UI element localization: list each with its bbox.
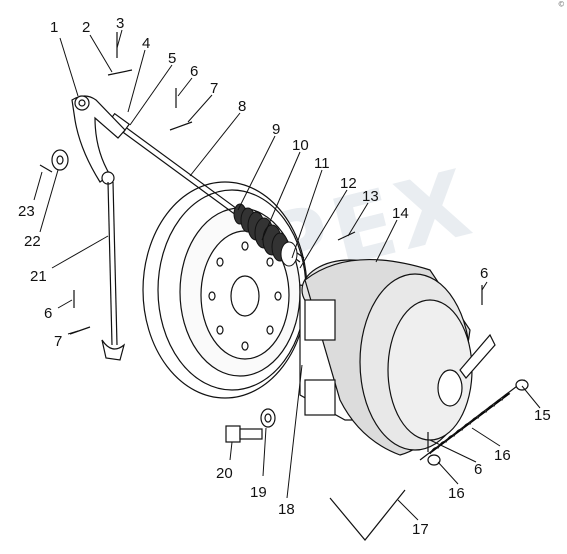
label-11: 11 (314, 155, 330, 172)
label-6b: 6 (480, 265, 488, 282)
pins-top (107, 32, 193, 131)
callout-labels: 1 2 3 4 5 6 7 8 9 10 11 12 13 14 6 15 16… (18, 15, 551, 538)
label-14: 14 (392, 205, 409, 222)
label-10: 10 (292, 137, 309, 154)
label-21: 21 (30, 268, 47, 285)
label-8: 8 (238, 98, 246, 115)
label-22: 22 (24, 233, 41, 250)
rubber-boot (233, 203, 298, 267)
shim (337, 231, 356, 241)
label-23: 23 (18, 203, 35, 220)
corner-mark: © (558, 0, 564, 10)
label-7b: 7 (54, 333, 62, 350)
l-handle (329, 489, 406, 541)
label-4: 4 (142, 35, 150, 52)
label-6a: 6 (190, 63, 198, 80)
label-12: 12 (340, 175, 357, 192)
label-13: 13 (362, 188, 379, 205)
label-19: 19 (250, 484, 267, 501)
label-15: 15 (534, 407, 551, 424)
label-6d: 6 (44, 305, 52, 322)
label-2: 2 (82, 19, 90, 36)
label-16b: 16 (448, 485, 465, 502)
motor-housing (299, 258, 496, 456)
pins-lower-left (69, 290, 91, 335)
spring-assembly (419, 379, 529, 466)
label-17: 17 (412, 521, 429, 538)
lever-arm (71, 95, 126, 185)
label-20: 20 (216, 465, 233, 482)
label-5: 5 (168, 50, 176, 67)
wheel-drum (142, 181, 308, 399)
label-9: 9 (272, 121, 280, 138)
label-16a: 16 (494, 447, 511, 464)
label-6c: 6 (474, 461, 482, 478)
bolt-and-washer (225, 408, 276, 443)
label-18: 18 (278, 501, 295, 518)
leader-lines (33, 29, 541, 521)
label-1: 1 (50, 19, 58, 36)
label-3: 3 (116, 15, 124, 32)
washer-and-pin (39, 149, 69, 173)
link-rod (101, 181, 126, 361)
label-7a: 7 (210, 80, 218, 97)
